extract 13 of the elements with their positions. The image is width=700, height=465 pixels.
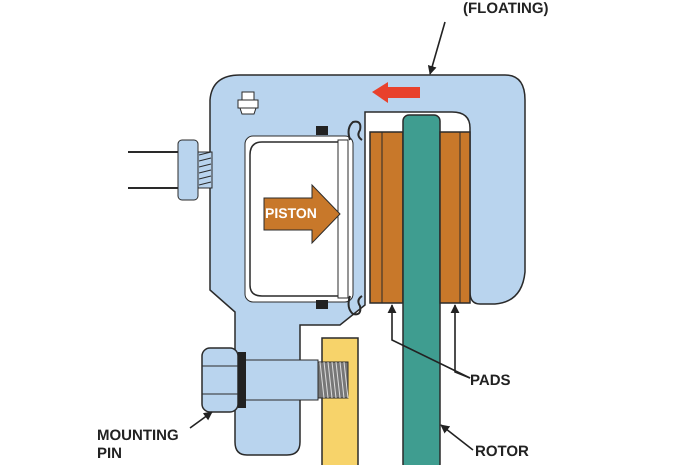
callout-label: ROTOR: [475, 443, 529, 461]
piston-label: PISTON: [265, 204, 317, 222]
callout-label: (FLOATING): [463, 0, 549, 18]
leader-line: [190, 411, 213, 429]
brake-pad: [369, 131, 404, 304]
leader-line: [388, 304, 470, 379]
callout-label: PADS: [470, 372, 511, 390]
leader-line: [440, 424, 474, 451]
piston-arrow: [264, 184, 341, 244]
brake-pad: [439, 131, 471, 304]
leader-line: [428, 22, 446, 75]
callout-label: MOUNTING PIN: [97, 427, 180, 463]
leader-line: [450, 304, 470, 379]
